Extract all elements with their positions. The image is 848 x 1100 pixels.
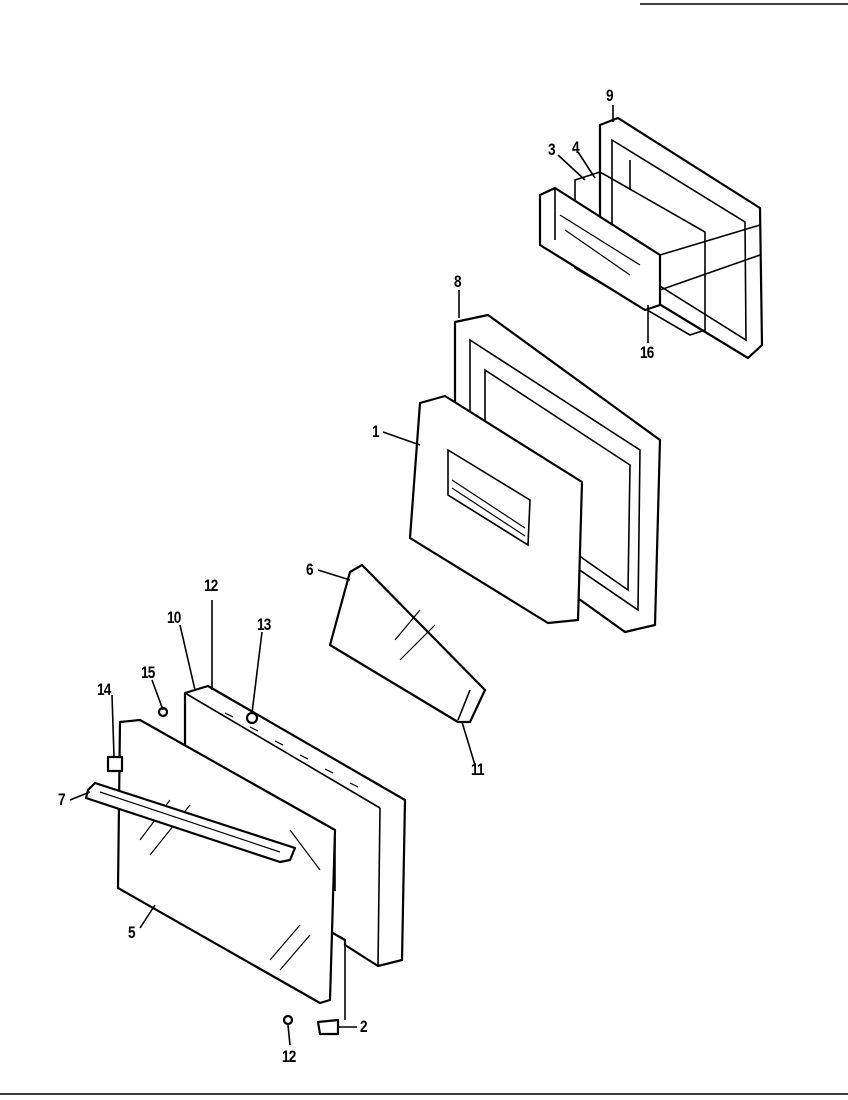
part-6-glass xyxy=(328,563,487,724)
label-part-5: 5 xyxy=(128,923,136,942)
part-7-trim-strip xyxy=(84,755,297,864)
label-part-10: 10 xyxy=(167,608,181,627)
label-part-16: 16 xyxy=(640,343,654,362)
part-1-inner-panel xyxy=(408,394,584,625)
label-part-2: 2 xyxy=(360,1017,368,1036)
part-2-hinge xyxy=(316,1018,340,1036)
label-part-6: 6 xyxy=(306,560,314,579)
label-part-7: 7 xyxy=(58,790,66,809)
label-part-3: 3 xyxy=(548,140,556,159)
part-12-screw xyxy=(282,1014,294,1026)
label-part-15: 15 xyxy=(141,663,155,682)
label-part-11: 11 xyxy=(471,760,485,779)
part-13-screw xyxy=(245,711,259,725)
label-part-12-bottom: 12 xyxy=(282,1047,296,1066)
label-part-4: 4 xyxy=(572,138,580,157)
leader-lines xyxy=(69,105,649,1046)
part-16-inner-box xyxy=(538,171,761,336)
label-part-8: 8 xyxy=(454,272,462,291)
label-part-9: 9 xyxy=(606,86,614,105)
label-part-1: 1 xyxy=(372,422,380,441)
label-part-14: 14 xyxy=(97,680,111,699)
label-part-13: 13 xyxy=(257,615,271,634)
label-part-12-top: 12 xyxy=(204,576,218,595)
